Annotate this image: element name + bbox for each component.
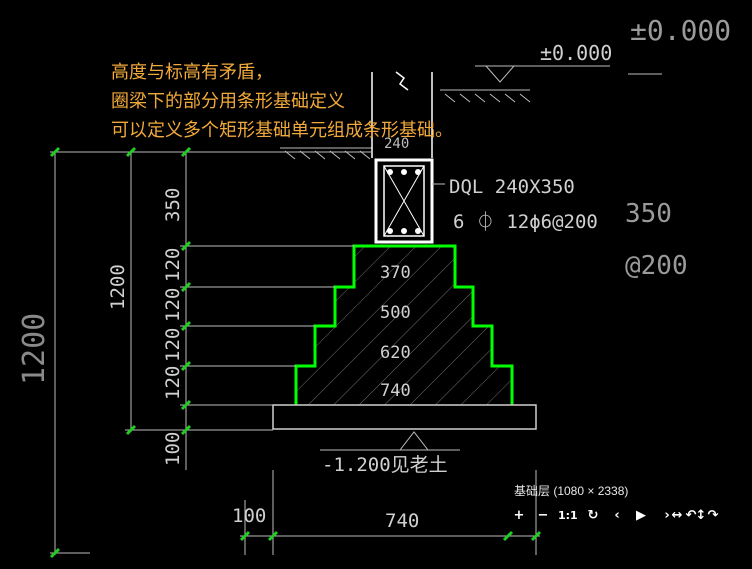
image-info: 基础层 (1080 × 2338) <box>514 484 629 498</box>
seg-dim-120-c: 120 <box>162 328 184 362</box>
zoom-out-button[interactable]: − <box>537 508 549 523</box>
footing-outline <box>294 244 514 405</box>
bedding-layer <box>272 404 537 430</box>
viewer-toolbar: 基础层 (1080 × 2338) + − 1:1 ↻ ‹ ▶ › ↶ ↷ <box>512 482 732 534</box>
play-button[interactable]: ▶ <box>636 508 646 523</box>
flip-vertical-button[interactable]: ↕ <box>695 508 707 523</box>
next-button[interactable]: › <box>664 508 670 523</box>
bottom-dim-740: 740 <box>385 510 419 532</box>
annotation-line-1: 高度与标高有矛盾， <box>111 62 273 83</box>
left-dimension-lines <box>50 151 540 555</box>
reset-button[interactable]: ↻ <box>587 508 599 523</box>
rotate-right-button[interactable]: ↷ <box>707 508 719 523</box>
step-width-740: 740 <box>380 381 411 401</box>
annotation-line-3: 可以定义多个矩形基础单元组成条形基础。 <box>111 120 453 141</box>
beam-section <box>374 158 445 244</box>
seg-dim-100: 100 <box>162 432 184 466</box>
step-width-620: 620 <box>380 343 411 363</box>
annotation-note: 高度与标高有矛盾， 圈梁下的部分用条形基础定义 可以定义多个矩形基础单元组成条形… <box>111 58 453 145</box>
flip-horizontal-button[interactable]: ↔ <box>671 508 683 523</box>
annotation-line-2: 圈梁下的部分用条形基础定义 <box>111 91 345 112</box>
right-partial-200: @200 <box>625 251 688 281</box>
step-width-370: 370 <box>380 263 411 283</box>
footing-hatch <box>296 246 512 405</box>
bottom-dim-100: 100 <box>232 505 266 527</box>
elevation-top-mid: ±0.000 <box>540 41 612 65</box>
wall-outline <box>371 71 433 158</box>
mid-total-dim: 1200 <box>107 264 129 310</box>
right-partial-350: 350 <box>625 199 672 229</box>
rotate-left-button[interactable]: ↶ <box>685 508 697 523</box>
beam-label: DQL 240X350 <box>449 176 575 198</box>
beam-rebar: 6 ⏀ 12ϕ6@200 <box>453 210 598 233</box>
elevation-top-right: ±0.000 <box>630 14 731 47</box>
elevation-marker <box>399 431 429 451</box>
seg-dim-350: 350 <box>162 188 184 222</box>
beam-top-dim: 240 <box>384 136 409 152</box>
seg-dim-120-d: 120 <box>162 366 184 400</box>
zoom-in-button[interactable]: + <box>513 508 525 523</box>
actual-size-button[interactable]: 1:1 <box>558 509 578 522</box>
seg-dim-120-b: 120 <box>162 288 184 322</box>
dimension-ticks <box>49 146 542 559</box>
seg-dim-120-a: 120 <box>162 248 184 282</box>
elevation-bottom: -1.200见老土 <box>322 454 448 476</box>
prev-button[interactable]: ‹ <box>614 508 620 523</box>
total-dim: 1200 <box>17 313 52 385</box>
step-width-500: 500 <box>380 303 411 323</box>
